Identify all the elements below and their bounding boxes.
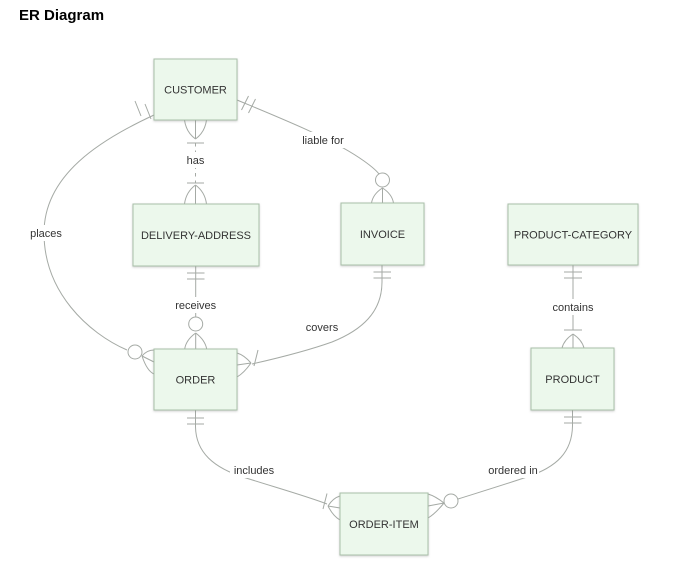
- one-or-more-icon: [184, 182, 207, 205]
- zero-circle: [188, 316, 204, 332]
- crow-foot-prongs: [236, 352, 252, 378]
- label-background: [27, 225, 65, 241]
- exactly-one-icon: [373, 271, 391, 279]
- zero-or-more-icon: [371, 172, 394, 204]
- relationship-label: contains: [553, 302, 594, 314]
- relationship-line: [251, 265, 383, 365]
- zero-circle: [375, 172, 390, 188]
- entity-name: PRODUCT-CATEGORY: [514, 230, 633, 242]
- exactly-one-icon: [187, 417, 204, 425]
- relationship-label: has: [187, 155, 205, 167]
- exactly-one-icon: [241, 95, 256, 114]
- relationship-label: ordered in: [488, 465, 538, 477]
- double-tick-lines: [564, 416, 582, 424]
- entity-name: INVOICE: [360, 229, 405, 241]
- entity-order-item: ORDER-ITEM: [339, 492, 429, 556]
- entity-customer: CUSTOMER: [153, 58, 238, 121]
- entity-box: [132, 203, 260, 267]
- entity-name: DELIVERY-ADDRESS: [141, 230, 251, 242]
- zero-circle: [127, 344, 143, 360]
- entity-name: PRODUCT: [545, 374, 600, 386]
- entity-box: [339, 492, 429, 556]
- relationship-label: receives: [175, 300, 216, 312]
- label-background: [230, 462, 278, 478]
- double-tick-lines: [187, 417, 204, 425]
- crow-foot-prongs: [427, 493, 445, 519]
- one-or-more-icon: [184, 119, 207, 144]
- double-tick-lines: [241, 95, 256, 114]
- zero-or-more-icon: [427, 493, 459, 519]
- one-or-more-icon: [322, 493, 341, 521]
- crow-foot-prongs: [371, 187, 394, 204]
- label-background: [173, 297, 219, 313]
- entity-box: [530, 347, 615, 411]
- double-tick-lines: [373, 271, 391, 279]
- relationship-labels: has places liable for receives covers co…: [27, 132, 596, 478]
- relationship-has: [184, 119, 207, 205]
- crow-foot-prongs: [141, 349, 155, 375]
- relationship-line: [457, 410, 573, 500]
- relationship-line: [195, 410, 328, 505]
- tick-line: [253, 349, 259, 367]
- crow-foot-prongs: [327, 495, 341, 521]
- entity-name: CUSTOMER: [164, 85, 227, 97]
- zero-or-more-icon: [184, 316, 208, 350]
- relationship-covers: [236, 265, 391, 378]
- crow-foot-prongs: [184, 332, 208, 350]
- relationship-label: covers: [306, 322, 339, 334]
- relationship-label: places: [30, 228, 62, 240]
- zero-or-more-icon: [127, 344, 155, 375]
- entity-box: [153, 348, 238, 411]
- double-tick-lines: [187, 272, 205, 280]
- entity-delivery-address: DELIVERY-ADDRESS: [132, 203, 260, 267]
- double-tick-lines: [564, 271, 582, 279]
- exactly-one-icon: [187, 272, 205, 280]
- relationship-contains: [561, 265, 585, 349]
- crow-foot-prongs: [184, 119, 207, 140]
- entity-name: ORDER: [176, 375, 216, 387]
- crow-foot-prongs: [184, 184, 207, 205]
- zero-circle: [443, 493, 459, 509]
- entity-product-category: PRODUCT-CATEGORY: [507, 203, 639, 266]
- entity-product: PRODUCT: [530, 347, 615, 411]
- exactly-one-icon: [134, 100, 152, 120]
- relationship-liable-for: [236, 95, 394, 204]
- tick-line: [322, 493, 328, 510]
- entity-invoice: INVOICE: [340, 202, 425, 266]
- relationship-line: [236, 99, 380, 175]
- one-or-more-icon: [561, 329, 585, 349]
- label-background: [298, 132, 348, 148]
- entity-name: ORDER-ITEM: [349, 519, 419, 531]
- exactly-one-icon: [564, 271, 582, 279]
- exactly-one-icon: [564, 416, 582, 424]
- one-or-more-icon: [236, 349, 259, 378]
- page-title: ER Diagram: [19, 7, 105, 24]
- label-background: [487, 462, 539, 478]
- entity-box: [153, 58, 238, 121]
- crow-foot-prongs: [561, 333, 585, 349]
- entity-order: ORDER: [153, 348, 238, 411]
- double-tick-lines: [134, 100, 152, 120]
- relationship-label: includes: [234, 465, 275, 477]
- entity-box: [507, 203, 639, 266]
- relationship-label: liable for: [302, 135, 344, 147]
- entity-box: [340, 202, 425, 266]
- label-background: [182, 152, 209, 168]
- label-background: [550, 299, 596, 315]
- label-background: [301, 319, 343, 335]
